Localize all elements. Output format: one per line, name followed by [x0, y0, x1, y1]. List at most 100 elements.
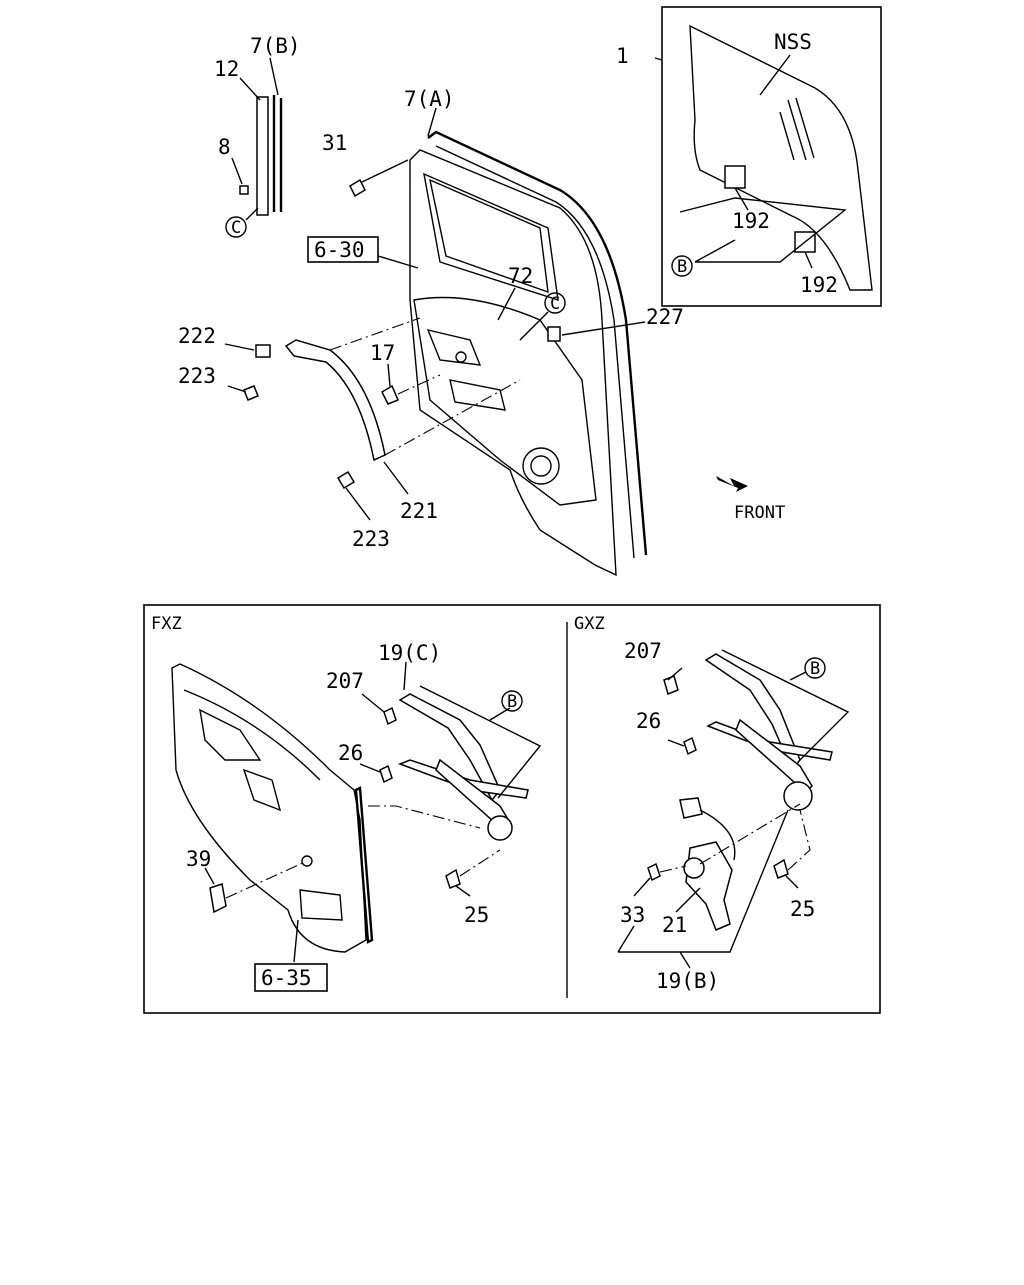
leader-25a	[455, 885, 471, 897]
label-fxz: FXZ	[151, 614, 182, 634]
gxz-bolt-207	[663, 674, 679, 696]
leader-31	[361, 159, 409, 183]
screw-223a	[243, 385, 259, 401]
leader-7a	[427, 107, 437, 137]
leader-19b	[617, 809, 789, 969]
callout-7a: 7(A)	[404, 87, 455, 111]
leader-7b	[269, 57, 279, 96]
leader-630	[377, 255, 419, 269]
ref-box-635	[254, 963, 328, 992]
weatherstrip-7a-inner	[435, 145, 635, 559]
leader-19c	[403, 661, 407, 691]
leader-26b	[667, 739, 685, 747]
leader-b-gxz	[789, 671, 807, 681]
label-gxz: GXZ	[574, 614, 605, 634]
callout-21: 21	[662, 913, 687, 937]
bolt-31-head	[349, 178, 366, 198]
callout-17: 17	[370, 341, 395, 365]
hole-small	[455, 351, 467, 363]
centerline-17	[397, 374, 441, 395]
door-inner-panel	[413, 296, 597, 506]
leader-223b	[345, 487, 371, 521]
gxz-connector	[679, 797, 703, 819]
callout-630: 6-30	[314, 238, 365, 262]
callout-1: 1	[616, 44, 629, 68]
access-hole-a	[426, 329, 482, 366]
cap-222	[255, 344, 271, 358]
leader-nss	[759, 54, 791, 96]
leader-17	[387, 363, 391, 387]
callout-221: 221	[400, 499, 438, 523]
gxz-bolt-25	[773, 858, 789, 879]
leader-12	[239, 77, 261, 101]
gxz-nut-26	[683, 736, 697, 756]
marker-b-fxz	[501, 690, 523, 712]
marker-b-gxz	[804, 657, 826, 679]
leader-c-mid	[519, 311, 549, 341]
gxz-motor-21	[685, 841, 733, 931]
speaker-hole	[522, 447, 560, 485]
centerline-fxz-panel	[368, 805, 481, 829]
door-assembly	[361, 107, 648, 577]
centerline-gxz-33	[659, 865, 687, 873]
fxz-bolt-207	[383, 706, 397, 726]
marker-c-left-label: C	[231, 218, 241, 238]
leader-227	[561, 321, 646, 336]
clip-8	[239, 185, 249, 195]
gxz-motor-gear	[683, 857, 705, 879]
trim-panel-outline	[171, 663, 367, 953]
glass-inset	[654, 6, 882, 307]
glass-reflection	[779, 97, 815, 161]
callout-26b: 26	[636, 709, 661, 733]
leader-1	[654, 57, 663, 61]
centerline-grip-bottom	[384, 379, 521, 456]
leader-39	[204, 867, 215, 885]
callout-192a: 192	[732, 209, 770, 233]
callout-7b: 7(B)	[250, 34, 301, 58]
callout-25b: 25	[790, 897, 815, 921]
leader-207b	[667, 667, 683, 681]
callout-nss: NSS	[774, 30, 812, 54]
window-frame-inner	[429, 178, 549, 294]
leader-207a	[361, 693, 385, 713]
callout-192b: 192	[800, 273, 838, 297]
gxz-wire	[699, 809, 736, 861]
front-arrow-group	[716, 476, 748, 492]
callout-223a: 223	[178, 364, 216, 388]
callout-207a: 207	[326, 669, 364, 693]
leader-223a	[227, 385, 247, 393]
b-bracket	[679, 197, 847, 263]
marker-b-fxz-label: B	[507, 692, 517, 712]
callout-19b: 19(B)	[656, 969, 719, 993]
trim-pocket-c	[299, 889, 343, 921]
fxz-regulator	[359, 661, 542, 897]
fxz-pinion	[487, 815, 513, 841]
leader-635	[293, 919, 299, 963]
marker-c-left	[225, 216, 247, 238]
ref-box-630	[307, 236, 379, 263]
trim-weatherstrip	[354, 786, 374, 944]
bumper-227	[547, 326, 561, 342]
trim-handle-hole	[301, 855, 313, 867]
leader-192b	[804, 251, 813, 269]
bolt-17	[381, 384, 399, 405]
weatherstrip-7a-outer	[427, 130, 648, 556]
door-outer-panel	[409, 149, 617, 577]
centerline-gxz-motor	[699, 803, 801, 865]
callout-12: 12	[214, 57, 239, 81]
channel-parts	[231, 57, 283, 221]
marker-b-top	[671, 255, 693, 277]
regulator-box	[143, 604, 881, 1014]
callout-33: 33	[620, 903, 645, 927]
fxz-nut-26	[379, 764, 393, 784]
centerline-39	[225, 861, 306, 899]
glass-inset-frame	[661, 6, 882, 307]
leader-8	[231, 157, 243, 185]
glass-clip-a	[724, 165, 746, 189]
leader-26a	[359, 763, 381, 773]
front-arrow-icon	[716, 476, 748, 492]
channel-12	[256, 96, 269, 216]
leader-c-left	[245, 207, 259, 221]
